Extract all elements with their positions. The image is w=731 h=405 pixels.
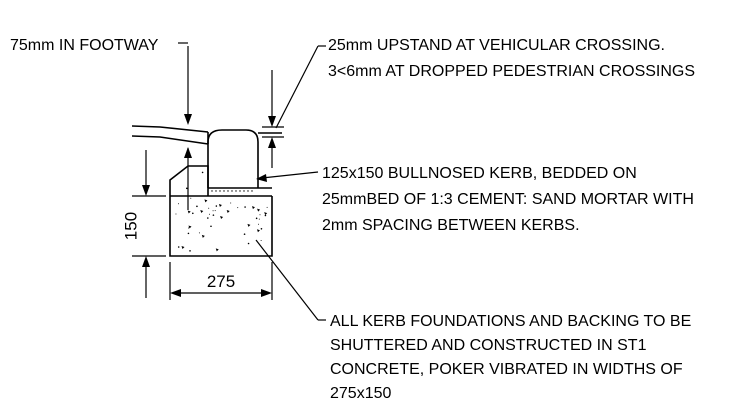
kerb-label-line-2: 25mmBED OF 1:3 CEMENT: SAND MORTAR WITH — [322, 191, 694, 208]
width-dimension-label: 275 — [207, 272, 235, 291]
mortar-bed — [208, 187, 272, 192]
concrete-foundation — [169, 171, 273, 257]
foundation-label-line-3: CONCRETE, POKER VIBRATED IN WIDTHS OF — [330, 361, 683, 378]
foundation-label-line-4: 275x150 — [330, 385, 391, 402]
height-dimension: 150 — [121, 150, 166, 298]
footway-surface — [131, 125, 209, 145]
height-dimension-label: 150 — [121, 212, 140, 240]
concrete-haunch — [169, 165, 209, 196]
foundation-label-line-1: ALL KERB FOUNDATIONS AND BACKING TO BE — [330, 313, 691, 330]
mortar-hatch — [211, 190, 253, 192]
kerb-leader — [256, 171, 319, 182]
upstand-dimension — [262, 45, 326, 168]
width-dimension: 275 — [169, 262, 273, 300]
upstand-label-line-2: 3<6mm AT DROPPED PEDESTRIAN CROSSINGS — [328, 63, 695, 80]
foundation-leader — [255, 239, 326, 321]
upstand-label-line-1: 25mm UPSTAND AT VEHICULAR CROSSING. — [328, 37, 665, 54]
concrete-hatch — [175, 171, 268, 252]
foundation-label-line-2: SHUTTERED AND CONSTRUCTED IN ST1 — [330, 337, 647, 354]
footway-depth-dimension — [178, 42, 192, 210]
bullnosed-kerb — [207, 129, 259, 188]
footway-label: 75mm IN FOOTWAY — [10, 37, 159, 54]
kerb-label-line-3: 2mm SPACING BETWEEN KERBS. — [322, 217, 580, 234]
kerb-label-line-1: 125x150 BULLNOSED KERB, BEDDED ON — [322, 165, 637, 182]
